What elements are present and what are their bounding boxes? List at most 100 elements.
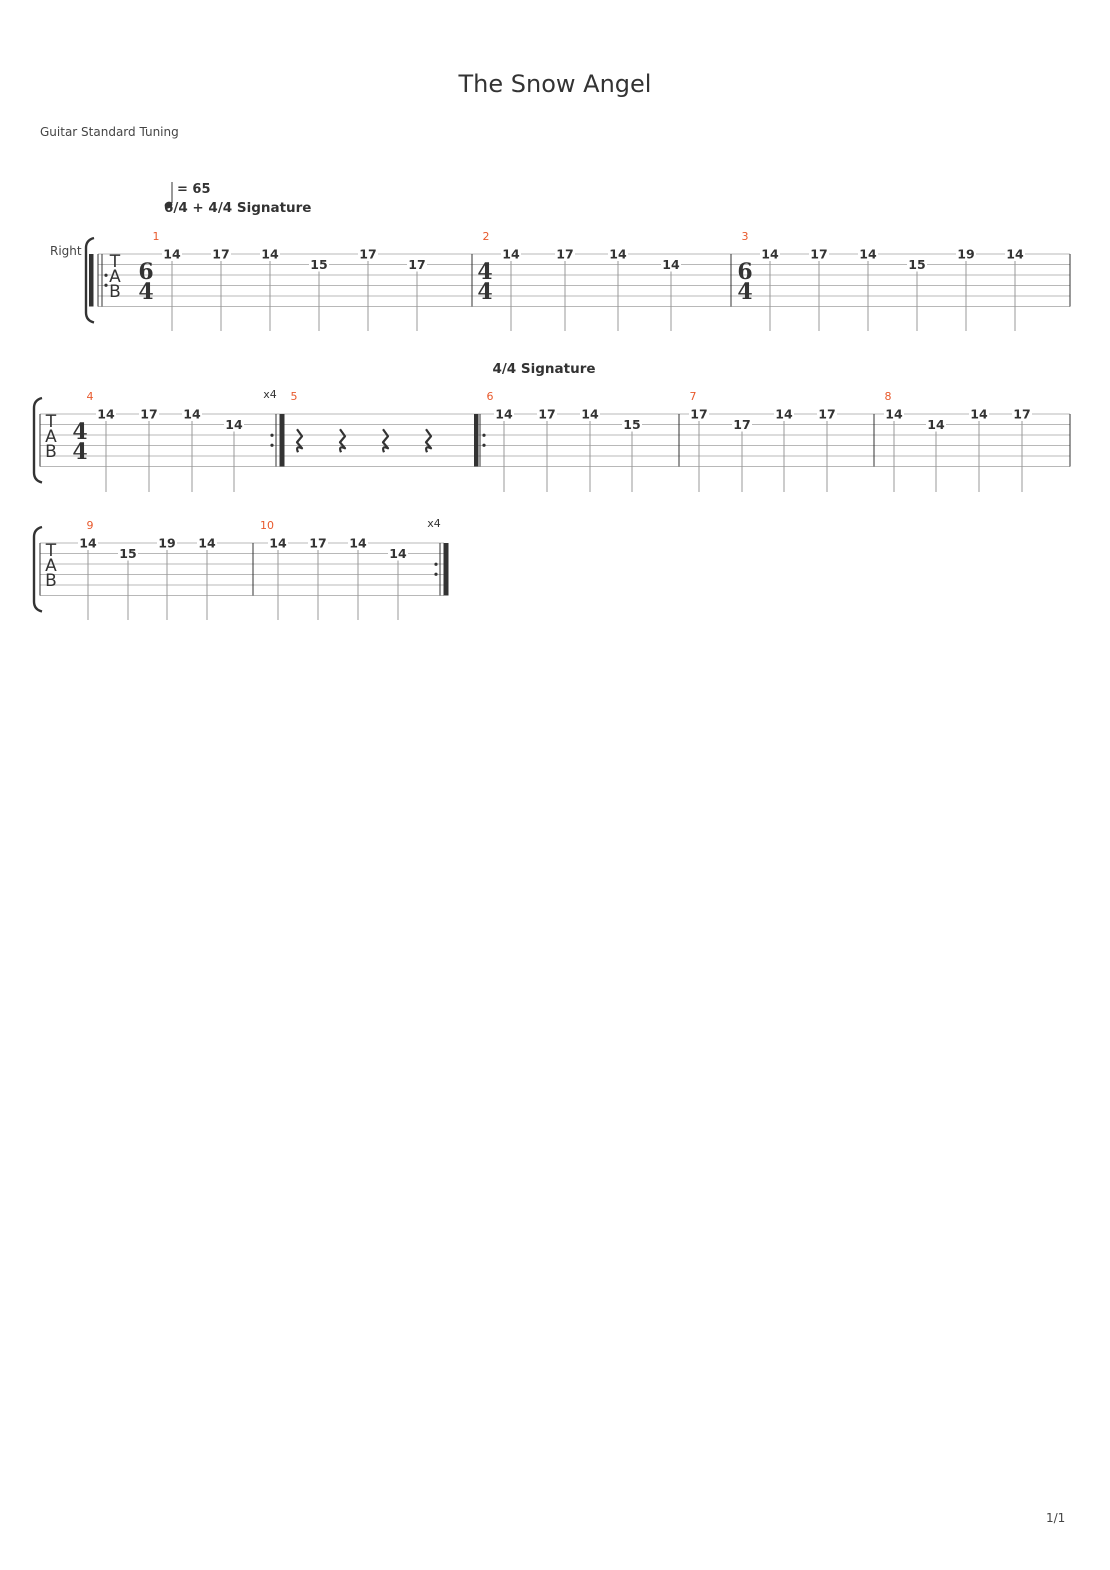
repeat-dot: [104, 273, 108, 277]
repeat-dot: [482, 443, 486, 447]
fret-number: 17: [556, 247, 573, 262]
fret-number: 17: [810, 247, 827, 262]
quarter-rest: [295, 428, 304, 453]
fret-number: 17: [309, 536, 326, 551]
time-signature-bottom: 4: [72, 439, 87, 465]
measure-number: 2: [483, 230, 490, 243]
fret-bg: [858, 248, 878, 260]
signature-annotation: 4/4 Signature: [492, 361, 595, 377]
fret-number: 14: [225, 417, 243, 432]
fret-bg: [78, 537, 98, 549]
measure-number: 10: [260, 519, 274, 532]
fret-bg: [358, 248, 378, 260]
fret-number: 15: [310, 257, 327, 272]
fret-bg: [555, 248, 575, 260]
fret-number: 17: [408, 257, 425, 272]
fret-bg: [118, 547, 138, 560]
signature-annotation: 6/4 + 4/4 Signature: [164, 200, 311, 216]
repeat-dot: [270, 443, 274, 447]
fret-bg: [732, 418, 752, 431]
fret-bg: [760, 248, 780, 260]
fret-number: 17: [690, 407, 707, 422]
fret-number: 14: [183, 407, 201, 422]
fret-number: 14: [97, 407, 115, 422]
fret-number: 15: [623, 417, 640, 432]
fret-number: 14: [662, 257, 680, 272]
repeat-dot: [104, 283, 108, 287]
repeat-thick-bar: [89, 254, 94, 307]
tab-clef-letter: B: [45, 442, 57, 462]
song-title: The Snow Angel: [458, 70, 652, 98]
fret-bg: [494, 408, 514, 420]
fret-number: 14: [970, 407, 988, 422]
fret-number: 14: [761, 247, 779, 262]
time-signature-top: 4: [72, 419, 87, 445]
fret-number: 14: [927, 417, 945, 432]
tuning-label: Guitar Standard Tuning: [40, 125, 179, 139]
fret-number: 19: [957, 247, 974, 262]
fret-number: 17: [212, 247, 229, 262]
fret-number: 17: [818, 407, 835, 422]
tab-clef-letter: B: [109, 282, 121, 302]
repeat-count: x4: [263, 388, 277, 401]
repeat-thick-bar: [280, 414, 285, 467]
system-bracket: [32, 525, 43, 613]
fret-bg: [537, 408, 557, 420]
measure-number: 9: [87, 519, 94, 532]
fret-number: 17: [140, 407, 157, 422]
fret-number: 14: [502, 247, 520, 262]
quarter-rest: [381, 428, 390, 453]
fret-bg: [182, 408, 202, 420]
fret-number: 14: [885, 407, 903, 422]
system-bracket: [84, 236, 95, 324]
repeat-dot: [434, 562, 438, 566]
fret-number: 14: [581, 407, 599, 422]
measure-number: 4: [87, 390, 94, 403]
tab-clef-letter: T: [45, 541, 57, 561]
measure-number: 1: [153, 230, 160, 243]
quarter-rest: [338, 428, 347, 453]
fret-number: 17: [359, 247, 376, 262]
fret-number: 14: [163, 247, 181, 262]
time-signature-bottom: 4: [477, 279, 492, 305]
fret-number: 14: [349, 536, 367, 551]
fret-bg: [969, 408, 989, 420]
quarter-rest: [424, 428, 433, 453]
fret-number: 17: [538, 407, 555, 422]
time-signature-top: 4: [477, 259, 492, 285]
fret-bg: [774, 408, 794, 420]
fret-number: 14: [79, 536, 97, 551]
fret-number: 15: [908, 257, 925, 272]
track-name: Right: [50, 244, 82, 258]
repeat-thick-bar: [474, 414, 479, 467]
fret-number: 14: [495, 407, 513, 422]
page-number: 1/1: [1046, 1511, 1066, 1525]
repeat-thick-bar: [444, 543, 449, 596]
measure-number: 5: [291, 390, 298, 403]
time-signature-top: 6: [737, 259, 752, 285]
fret-number: 14: [198, 536, 216, 551]
fret-bg: [689, 408, 709, 420]
fret-bg: [268, 537, 288, 549]
fret-number: 14: [775, 407, 793, 422]
fret-number: 19: [158, 536, 175, 551]
fret-bg: [1005, 248, 1025, 260]
repeat-dot: [482, 433, 486, 437]
measure-number: 6: [487, 390, 494, 403]
tempo-marking: = 65: [177, 182, 211, 197]
tab-clef-letter: A: [109, 267, 121, 287]
fret-number: 17: [733, 417, 750, 432]
fret-bg: [197, 537, 217, 549]
time-signature-bottom: 4: [138, 279, 153, 305]
fret-number: 15: [119, 546, 136, 561]
tab-clef-letter: T: [45, 412, 57, 432]
fret-bg: [580, 408, 600, 420]
repeat-dot: [270, 433, 274, 437]
fret-bg: [809, 248, 829, 260]
fret-bg: [907, 258, 927, 271]
fret-bg: [308, 537, 328, 549]
repeat-dot: [434, 572, 438, 576]
measure-number: 7: [690, 390, 697, 403]
fret-bg: [157, 537, 177, 549]
